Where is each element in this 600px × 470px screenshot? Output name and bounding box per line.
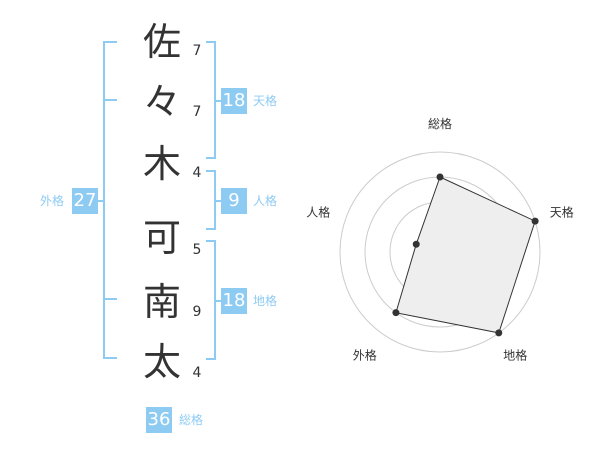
stroke-count-6: 4 [192,365,202,381]
tenkaku-label: 天格 [253,94,278,108]
stroke-count-4: 5 [192,242,202,258]
tenkaku-badge: 18 [221,88,247,114]
name-char-5: 南 [142,280,181,324]
name-char-6: 太 [142,340,181,384]
soukaku-badge: 36 [146,407,172,433]
name-char-3: 木 [142,142,181,186]
jinkaku-label: 人格 [253,194,278,208]
radar-axis-label-1: 総格 [428,116,452,131]
radar-axis-label-4: 外格 [353,348,377,363]
jinkaku-badge: 9 [221,188,247,214]
stroke-count-2: 7 [192,104,202,120]
radar-ring-4 [339,151,541,353]
radar-area [395,176,536,334]
soukaku-label: 総格 [179,413,204,427]
name-char-2: 々 [142,80,181,124]
radar-axis-label-5: 人格 [306,204,330,219]
gaikaku-label: 外格 [40,194,65,208]
radar-point-4 [392,309,400,317]
chikaku-badge: 18 [221,288,247,314]
radar-point-5 [412,240,420,248]
radar-axis-label-2: 天格 [550,204,574,219]
stroke-count-3: 4 [192,165,202,181]
name-char-1: 佐 [142,20,181,64]
stroke-count-1: 7 [192,43,202,59]
radar-axis-label-3: 地格 [503,348,527,363]
gaikaku-badge: 27 [72,188,98,214]
name-char-4: 可 [142,216,181,260]
chikaku-label: 地格 [253,294,278,308]
radar-point-1 [436,173,444,181]
radar-points [392,173,539,337]
radar-point-3 [495,329,503,337]
radar-point-2 [531,217,539,225]
stroke-count-5: 9 [192,304,202,320]
